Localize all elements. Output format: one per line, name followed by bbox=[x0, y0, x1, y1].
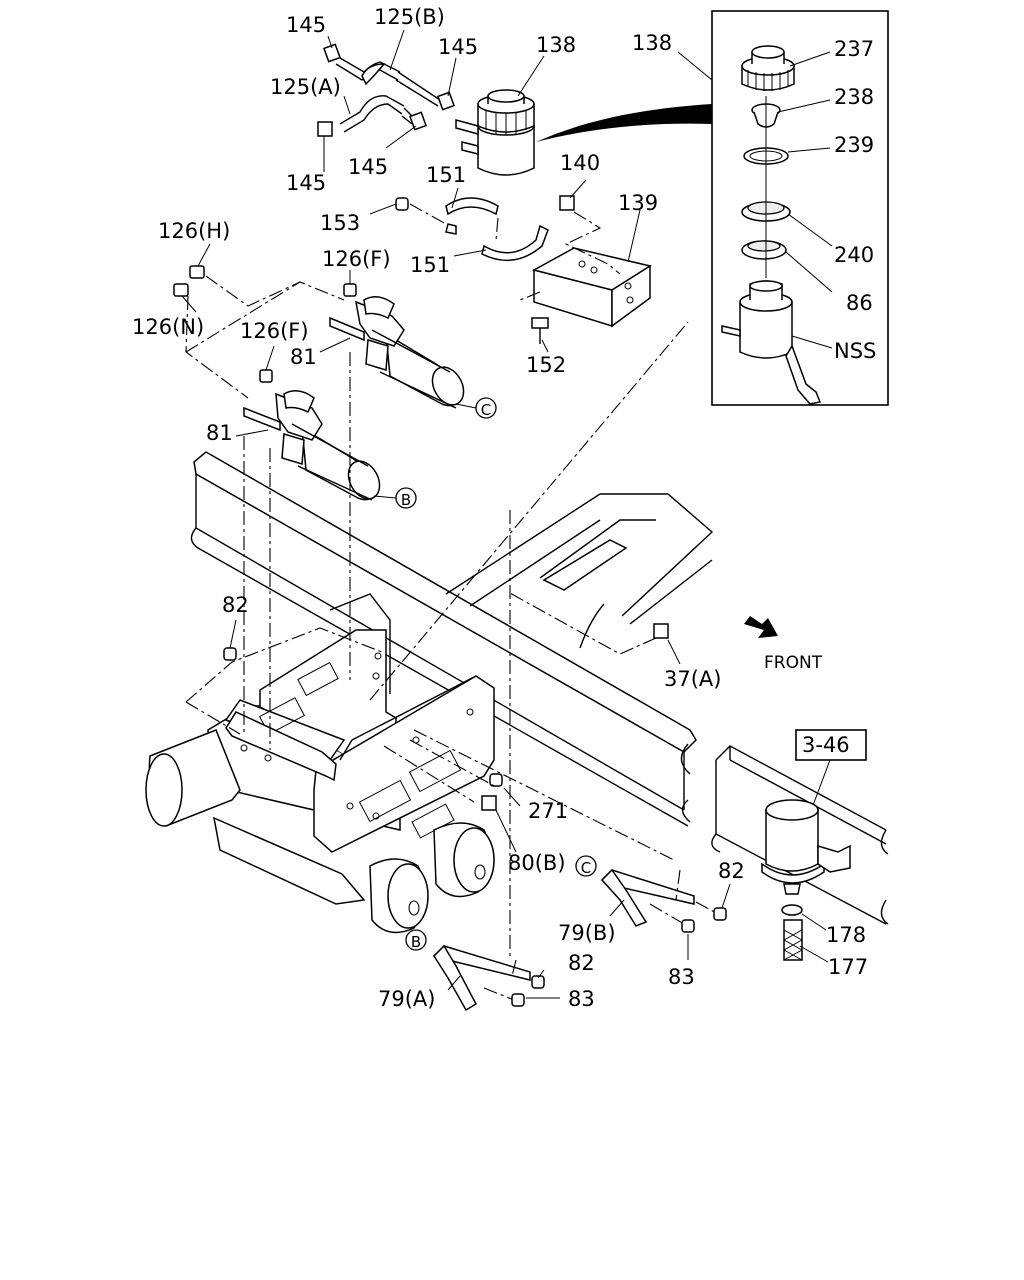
hose-177 bbox=[783, 919, 803, 961]
label-153: 153 bbox=[320, 211, 360, 235]
clip-145-b bbox=[437, 91, 455, 111]
label-86: 86 bbox=[846, 291, 873, 315]
label-237: 237 bbox=[834, 37, 874, 61]
connector-c-top: C bbox=[475, 397, 497, 419]
label-nss: NSS bbox=[834, 339, 876, 363]
label-140: 140 bbox=[560, 151, 600, 175]
reservoir-assembly bbox=[317, 29, 713, 176]
connector-b-top: B bbox=[395, 487, 417, 509]
label-81-a: 81 bbox=[290, 345, 317, 369]
label-126f-a: 126(F) bbox=[322, 247, 391, 271]
label-79a: 79(A) bbox=[378, 987, 435, 1011]
band-151-upper bbox=[445, 197, 499, 216]
label-37a: 37(A) bbox=[664, 667, 721, 691]
cylinder-81-upper bbox=[329, 283, 465, 409]
packing-86 bbox=[741, 240, 787, 260]
detail-inset bbox=[536, 10, 889, 406]
svg-text:B: B bbox=[411, 933, 421, 951]
right-rail bbox=[711, 729, 889, 963]
nut-153 bbox=[395, 197, 409, 211]
label-82-c: 82 bbox=[568, 951, 595, 975]
label-178: 178 bbox=[826, 923, 866, 947]
cap-237 bbox=[741, 45, 795, 91]
label-83-b: 83 bbox=[568, 987, 595, 1011]
label-138-detail: 138 bbox=[632, 31, 672, 55]
label-82-a: 82 bbox=[222, 593, 249, 617]
label-82-b: 82 bbox=[718, 859, 745, 883]
svg-text:B: B bbox=[401, 491, 411, 509]
mounting-bracket bbox=[145, 321, 689, 960]
label-126f-b: 126(F) bbox=[240, 319, 309, 343]
front-arrow-icon bbox=[744, 616, 778, 638]
nut-83-bottom bbox=[511, 993, 525, 1007]
tank-nss bbox=[721, 280, 822, 405]
label-145-a: 145 bbox=[286, 13, 326, 37]
label-145-b: 145 bbox=[438, 35, 478, 59]
label-145-d: 145 bbox=[348, 155, 388, 179]
bracket-79b bbox=[600, 868, 731, 960]
fitting-126n bbox=[173, 283, 189, 297]
fitting-126f-upper bbox=[343, 283, 357, 297]
label-151-b: 151 bbox=[410, 253, 450, 277]
callout-labels: 145 125(B) 145 138 138 125(A) 145 145 23… bbox=[132, 5, 876, 1011]
nut-82-right bbox=[713, 907, 727, 921]
nut-271 bbox=[489, 773, 503, 787]
label-138: 138 bbox=[536, 33, 576, 57]
label-front: FRONT bbox=[764, 653, 823, 673]
bolt-152 bbox=[531, 317, 549, 329]
label-81-b: 81 bbox=[206, 421, 233, 445]
fitting-126f-lower bbox=[259, 369, 273, 383]
cylinder-81-lower bbox=[243, 369, 381, 501]
frame-rail bbox=[190, 451, 714, 827]
label-240: 240 bbox=[834, 243, 874, 267]
connector-c-bottom: C bbox=[575, 855, 597, 877]
label-125a: 125(A) bbox=[270, 75, 341, 99]
label-79b: 79(B) bbox=[558, 921, 616, 945]
bracket-79a bbox=[432, 944, 560, 1012]
nut-82-bottom bbox=[531, 975, 545, 989]
label-177: 177 bbox=[828, 955, 868, 979]
reference-box bbox=[795, 729, 867, 761]
bracket-assembly bbox=[369, 179, 652, 353]
svg-text:C: C bbox=[581, 859, 591, 877]
clip-145-a bbox=[323, 43, 341, 63]
nut-83-right bbox=[681, 919, 695, 933]
label-271: 271 bbox=[528, 799, 568, 823]
label-3-46: 3-46 bbox=[802, 733, 850, 757]
label-139: 139 bbox=[618, 191, 658, 215]
label-80b: 80(B) bbox=[508, 851, 566, 875]
label-239: 239 bbox=[834, 133, 874, 157]
bolt-140 bbox=[559, 195, 575, 211]
clip-145-d bbox=[409, 111, 427, 131]
label-145-c: 145 bbox=[286, 171, 326, 195]
label-152: 152 bbox=[526, 353, 566, 377]
clip-145-c bbox=[317, 121, 333, 137]
label-151-a: 151 bbox=[426, 163, 466, 187]
label-125b: 125(B) bbox=[374, 5, 445, 29]
svg-text:C: C bbox=[481, 401, 491, 419]
clamp-178 bbox=[781, 904, 803, 916]
bolt-80b bbox=[481, 795, 497, 811]
label-126n: 126(N) bbox=[132, 315, 204, 339]
nut-82-left bbox=[223, 647, 237, 661]
connector-b-bottom: B bbox=[405, 929, 427, 951]
band-151-lower bbox=[481, 224, 549, 262]
bolt-37a bbox=[653, 623, 669, 639]
fitting-126h bbox=[189, 265, 205, 279]
label-83-a: 83 bbox=[668, 965, 695, 989]
label-126h: 126(H) bbox=[158, 219, 230, 243]
label-238: 238 bbox=[834, 85, 874, 109]
